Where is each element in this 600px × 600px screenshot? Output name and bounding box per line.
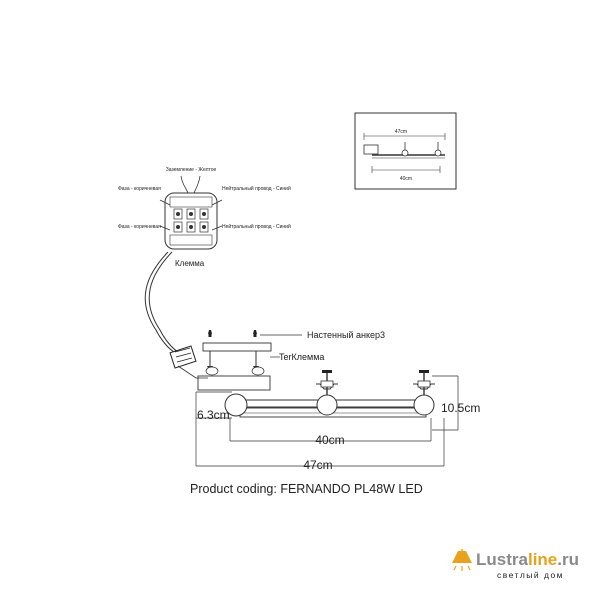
wire [159, 225, 171, 231]
wire [193, 175, 201, 194]
phase-label-2: Фаза - коричневая [118, 224, 161, 230]
connector-line [175, 352, 192, 358]
brand-name-part3: .ru [557, 550, 579, 569]
hanger-right-arms [413, 383, 435, 390]
wire [159, 199, 171, 206]
fixture-side-view: 6.3cm 10.5cm 40cm 47cm [195, 370, 480, 472]
inset-driver-box [363, 144, 379, 155]
anchor-base [253, 334, 257, 337]
hanger-middle-cap [322, 370, 332, 373]
lamp-icon [452, 549, 472, 571]
neutral-label-1: Нейтральный провод - Синий [222, 185, 291, 192]
terminal-screw [202, 225, 206, 229]
ground-label: Заземление - Желтое [166, 167, 217, 173]
brand-tagline: светлый дом [497, 570, 564, 580]
inset-dim-bottom: 40cm [400, 176, 412, 182]
junction-connector [169, 345, 208, 379]
inset-dim-top: 47cm [395, 129, 407, 135]
sphere-left [224, 393, 248, 417]
terminal-row [169, 234, 213, 246]
terminal-screw [189, 212, 193, 216]
hanger-middle-collar [320, 380, 334, 388]
anchor-label: Настенный анкер3 [307, 330, 385, 340]
neutral-label-2: Нейтральный провод - Синий [222, 223, 291, 230]
phase-label-1: Фаза - коричневая [118, 186, 161, 192]
mount-terminal-label: TerКлемма [279, 352, 324, 362]
canopy-knob [251, 366, 265, 376]
terminal-screw [202, 212, 206, 216]
anchor-1 [208, 330, 212, 334]
terminal-screw [176, 225, 180, 229]
supply-cable-inner [144, 251, 175, 353]
wire [177, 365, 208, 379]
brand-logo: Lustraline.ru светлый дом [452, 549, 579, 580]
inset-joint-1 [401, 149, 409, 157]
width-outer-label: 47cm [303, 458, 332, 472]
wire [211, 199, 223, 206]
wire [211, 225, 223, 231]
height-left-label: 6.3cm [197, 408, 230, 422]
terminal-row [169, 196, 213, 208]
supply-cable [148, 251, 179, 353]
brand-name-part2: line [528, 550, 557, 569]
height-right-label: 10.5cm [441, 401, 480, 415]
inset-joint-2 [434, 149, 442, 157]
mounting-plate: Настенный анкер3 TerКлемма [197, 330, 385, 391]
brand-name: Lustraline.ru [476, 550, 579, 569]
ground-wire [180, 175, 189, 194]
terminal-screw [189, 225, 193, 229]
anchor-2 [253, 330, 257, 334]
sphere-right [413, 394, 435, 416]
hanger-right-collar [417, 380, 431, 388]
hanger-middle-arms [316, 383, 338, 390]
inset-top-view: 47cm 40cm [354, 112, 457, 190]
anchor-base [208, 334, 212, 337]
sphere-middle [316, 394, 338, 416]
canopy [197, 375, 271, 391]
product-caption: Product coding: FERNANDO PL48W LED [190, 482, 423, 496]
connector-line [176, 357, 193, 363]
canopy-knob [205, 366, 219, 376]
wall-plate [202, 342, 272, 352]
connector-line [174, 347, 191, 353]
terminal-label: Клемма [175, 259, 205, 268]
terminal-block [164, 192, 218, 250]
terminal-detail: Заземление - Желтое Фаза - коричневая Не… [118, 167, 291, 268]
width-inner-label: 40cm [315, 433, 344, 447]
hanger-right-cap [419, 370, 429, 373]
brand-name-part1: Lustra [476, 550, 529, 569]
terminal-screw [176, 212, 180, 216]
